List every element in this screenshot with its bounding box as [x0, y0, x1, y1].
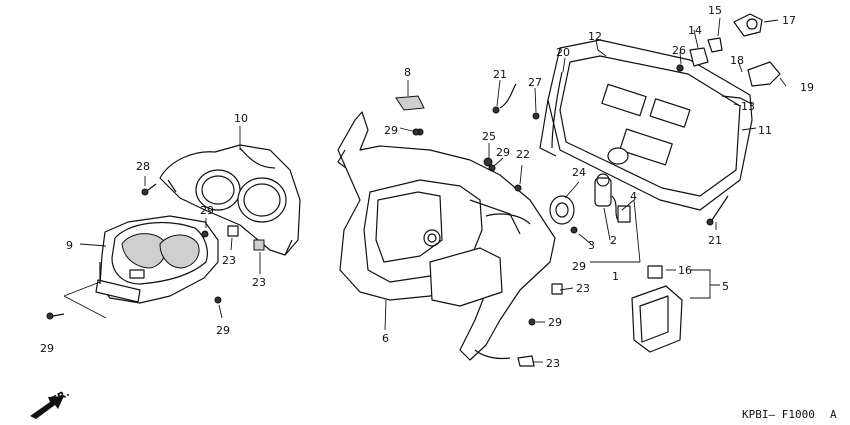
callout-29-g: 29 [40, 342, 54, 355]
clip-23-d [517, 355, 535, 367]
callout-18: 18 [730, 54, 744, 67]
screw-26 [676, 64, 684, 72]
front-direction-indicator: FR. [30, 388, 72, 419]
callout-9: 9 [66, 239, 73, 252]
screw-21-b [706, 195, 729, 226]
callout-10: 10 [234, 112, 248, 125]
callout-20: 20 [556, 46, 570, 59]
callout-3: 3 [588, 239, 595, 252]
front-arrow-icon [30, 396, 64, 419]
callout-16: 16 [678, 264, 692, 277]
callout-24: 24 [572, 166, 586, 179]
callout-23-a: 23 [222, 254, 236, 267]
callout-27: 27 [528, 76, 542, 89]
callout-21-right: 21 [708, 234, 722, 247]
callout-29-c: 29 [496, 146, 510, 159]
clip-23-a [227, 225, 239, 237]
callout-19: 19 [800, 81, 814, 94]
clip-23-b [253, 239, 265, 251]
callout-5: 5 [722, 280, 729, 293]
lock-assembly [549, 147, 631, 225]
clip-23-c [551, 283, 563, 295]
callout-29-b: 29 [384, 124, 398, 137]
callout-6: 6 [382, 332, 389, 345]
main-front-cover [337, 111, 556, 361]
callout-29-e: 29 [216, 324, 230, 337]
callout-23-d: 23 [546, 357, 560, 370]
callout-25: 25 [482, 130, 496, 143]
callout-2: 2 [610, 234, 617, 247]
callout-17: 17 [782, 14, 796, 27]
callout-8: 8 [404, 66, 411, 79]
callout-labels: 1 2 3 4 5 6 8 9 10 11 12 13 14 15 16 17 … [40, 4, 814, 370]
leader-lines [63, 17, 787, 363]
callout-4: 4 [630, 190, 637, 203]
callout-1: 1 [612, 270, 619, 283]
callout-23-b: 23 [252, 276, 266, 289]
callout-14: 14 [688, 24, 702, 37]
callout-29-d: 29 [572, 260, 586, 273]
callout-21-top: 21 [493, 68, 507, 81]
callout-13: 13 [741, 100, 755, 113]
callout-28: 28 [136, 160, 150, 173]
inner-panel [539, 39, 753, 211]
callout-15: 15 [708, 4, 722, 17]
diagram-code: KPBI– F1000 [742, 408, 815, 421]
box-5 [631, 265, 683, 353]
part-8-clip [395, 95, 425, 111]
small-parts-top-right [676, 13, 781, 105]
front-lower-cover [95, 215, 219, 304]
screw-29-b [214, 296, 222, 304]
front-upper-cover [159, 144, 301, 256]
callout-11: 11 [758, 124, 772, 137]
screw-27 [532, 112, 540, 120]
screw-29-f [528, 318, 536, 326]
rod-20 [551, 71, 563, 149]
screw-25 [483, 157, 493, 167]
callout-26: 26 [672, 44, 686, 57]
screw-28 [141, 183, 157, 196]
diagram-code-suffix: A [830, 408, 837, 421]
screw-29-d [488, 164, 496, 172]
screw-29-a [201, 230, 209, 238]
screw-29-left-bottom [46, 312, 65, 320]
screw-21-a [492, 83, 517, 114]
callout-29-f: 29 [548, 316, 562, 329]
screw-22 [514, 184, 522, 192]
callout-23-c: 23 [576, 282, 590, 295]
callout-12: 12 [588, 30, 602, 43]
callout-22: 22 [516, 148, 530, 161]
callout-29-a: 29 [200, 204, 214, 217]
front-direction-label: FR. [50, 388, 72, 407]
screw-29-e [570, 226, 578, 234]
